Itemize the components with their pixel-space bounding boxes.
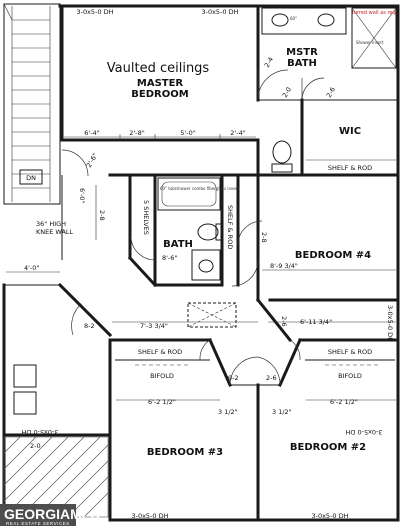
sink-left xyxy=(271,13,289,27)
window-label-3: 3-0x5-0 DH xyxy=(131,512,168,520)
dim-8-2: 8-2 xyxy=(84,322,95,330)
window-label-7: 3-0x5-0 DH xyxy=(345,428,382,436)
bedroom-3-label: BEDROOM #3 xyxy=(147,447,223,458)
toilet-bath xyxy=(197,223,219,241)
dim-3-12-b3: 3 1/2" xyxy=(218,408,238,416)
dim-2-8-bed4: 2-8 xyxy=(260,232,268,243)
logo-sub: REAL ESTATE SERVICES xyxy=(6,521,70,526)
bedroom-3-shelf-label: SHELF & ROD xyxy=(138,348,182,356)
bedroom-2-label: BEDROOM #2 xyxy=(290,442,366,453)
knee-wall-label-1: 36" HIGH xyxy=(36,220,66,228)
washer xyxy=(13,364,37,388)
master-bath-label-2: BATH xyxy=(287,58,317,69)
stairs xyxy=(3,3,61,205)
dim-7-3-34: 7'-3 3/4" xyxy=(140,322,168,330)
dim-6-2-12-b3: 6'-2 1/2" xyxy=(148,398,176,406)
dim-2-6-hall: 2-6 xyxy=(280,316,288,327)
tub-note: 60" tub/shower combo fiberglass insert xyxy=(160,186,239,191)
dim-2-0-porch: 2-0 xyxy=(30,442,41,450)
dryer xyxy=(13,391,37,415)
shelves-label: 5 SHELVES xyxy=(142,200,150,235)
wic-label: WIC xyxy=(339,126,361,137)
dim-4-0: 4'-0" xyxy=(24,264,39,272)
master-bedroom-label-1: MASTER xyxy=(137,78,184,89)
dim-6-0: 6'-0" xyxy=(78,188,86,203)
shower xyxy=(351,7,397,69)
sink-width-label: 60" xyxy=(290,16,297,21)
window-label-4: 3-0x5-0 DH xyxy=(311,512,348,520)
dim-8-9-34: 8'-9 3/4" xyxy=(270,262,298,270)
walls xyxy=(2,4,400,522)
dim-2-4: 2'-4" xyxy=(230,129,245,137)
dim-8-6: 8'-6" xyxy=(162,254,177,262)
window-label-1: 3-0x5-0 DH xyxy=(76,8,113,16)
dim-2-8: 2'-8" xyxy=(129,129,144,137)
logo-name: GEORGIAMLS xyxy=(4,506,100,522)
georgia-mls-logo: GEORGIAMLS REAL ESTATE SERVICES xyxy=(0,504,100,526)
stair-down-label: DN xyxy=(26,174,36,182)
master-bath-label-1: MSTR xyxy=(286,47,318,58)
dim-6-4: 6'-4" xyxy=(84,129,99,137)
bath-sink xyxy=(191,249,221,281)
furred-wall-note: furred wall as req. xyxy=(352,10,398,16)
bedroom-3-bifold-label: BIFOLD xyxy=(150,372,174,380)
door-swings xyxy=(61,69,380,386)
dim-9-2-left: 9-2 xyxy=(228,374,239,382)
linen-shelf-label: SHELF & ROD xyxy=(226,205,234,249)
bath-label: BATH xyxy=(163,239,193,250)
bedroom-4-label: BEDROOM #4 xyxy=(295,250,371,261)
window-label-6: 3-0x5-0 DH xyxy=(21,428,58,436)
window-label-2: 3-0x5-0 DH xyxy=(201,8,238,16)
shower-note: Shower insert xyxy=(356,40,384,45)
vaulted-ceilings-note: Vaulted ceilings xyxy=(107,61,210,76)
knee-wall-label-2: KNEE WALL xyxy=(36,228,74,236)
attic-access xyxy=(187,302,237,328)
master-bedroom-label-2: BEDROOM xyxy=(131,89,188,100)
vanity xyxy=(261,7,347,35)
bedroom-2-shelf-label: SHELF & ROD xyxy=(328,348,372,356)
toilet-master xyxy=(272,140,292,164)
dim-6-2-12-b2: 6'-2 1/2" xyxy=(330,398,358,406)
dimension-lines xyxy=(6,134,396,401)
dim-3-12-b2: 3 1/2" xyxy=(272,408,292,416)
dim-5-0: 5'-0" xyxy=(180,129,195,137)
tub xyxy=(157,177,221,211)
wic-shelf-label: SHELF & ROD xyxy=(328,164,372,172)
dim-2-8-v: 2-8 xyxy=(98,210,106,221)
dim-2-6-right: 2-6 xyxy=(266,374,277,382)
dim-6-11-34: 6'-11 3/4" xyxy=(300,318,332,326)
window-label-5: 3-0x5-0 DH xyxy=(386,305,394,342)
sink-right xyxy=(317,13,335,27)
bedroom-2-bifold-label: BIFOLD xyxy=(338,372,362,380)
